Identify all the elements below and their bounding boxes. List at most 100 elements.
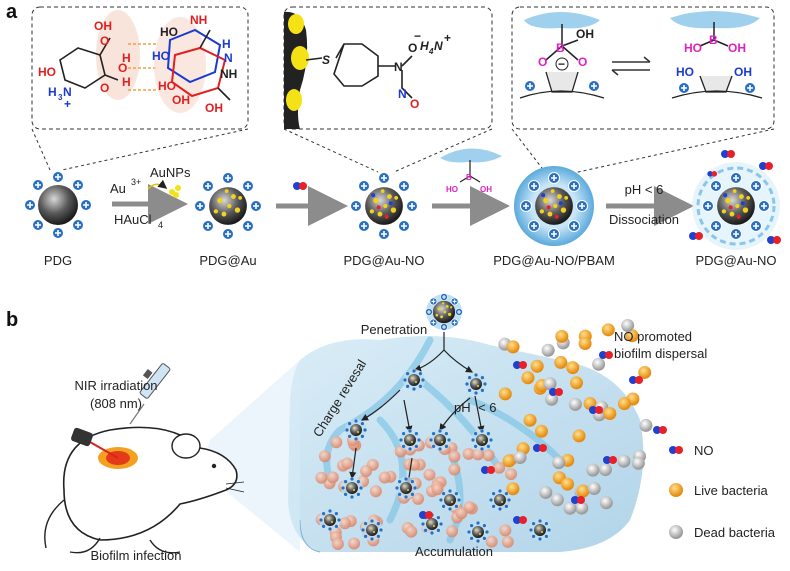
dead-bacterium bbox=[586, 463, 600, 477]
panel-a-label: a bbox=[6, 1, 18, 23]
chitosan-structure: HO H 3 N + O O O OH H H bbox=[38, 10, 158, 111]
svg-text:OH: OH bbox=[734, 65, 752, 79]
svg-text:OH: OH bbox=[728, 41, 746, 55]
svg-text:H: H bbox=[122, 51, 131, 65]
live-bacterium bbox=[530, 359, 544, 373]
biofilm-bacterium bbox=[341, 457, 354, 470]
live-bacterium bbox=[554, 355, 568, 369]
svg-text:O: O bbox=[578, 55, 587, 69]
dead-bacterium bbox=[563, 501, 577, 515]
svg-text:HO: HO bbox=[38, 65, 56, 79]
live-bacterium bbox=[506, 340, 520, 354]
legend-dead: Dead bacteria bbox=[694, 525, 776, 540]
particle-dissociated bbox=[689, 150, 781, 250]
svg-text:Au: Au bbox=[110, 181, 126, 196]
label-nir-wavelength: (808 nm) bbox=[90, 396, 142, 411]
biofilm-bacterium bbox=[455, 507, 468, 520]
legend: NO Live bacteria Dead bacteria bbox=[669, 443, 776, 540]
svg-text:N: N bbox=[394, 60, 403, 74]
biofilm-bacterium bbox=[315, 471, 328, 484]
svg-text:H: H bbox=[420, 39, 429, 53]
svg-text:−: − bbox=[558, 57, 565, 71]
dead-bacterium bbox=[617, 454, 631, 468]
live-bacterium bbox=[521, 371, 535, 385]
biofilm-bacterium bbox=[326, 471, 339, 484]
dead-bacterium bbox=[639, 418, 653, 432]
top-particle bbox=[425, 293, 463, 331]
label-ph-value: < 6 bbox=[478, 400, 496, 415]
label-dispersal-2: biofilm dispersal bbox=[614, 346, 707, 361]
legend-no: NO bbox=[694, 443, 714, 458]
biofilm-bacterium bbox=[462, 447, 475, 460]
dead-bacterium bbox=[599, 496, 613, 510]
svg-text:O: O bbox=[100, 81, 109, 95]
step-arrow-4: pH < 6 Dissociation bbox=[606, 182, 694, 227]
biofilm-bacterium bbox=[482, 449, 495, 462]
dead-bacterium bbox=[587, 482, 601, 496]
biofilm-bacterium bbox=[485, 535, 498, 548]
biofilm-bacterium bbox=[339, 517, 352, 530]
dead-bacterium bbox=[541, 343, 555, 357]
step-arrow-2 bbox=[276, 182, 348, 226]
dead-bacterium bbox=[545, 392, 559, 406]
biofilm-bacterium bbox=[446, 525, 459, 538]
svg-text:OH: OH bbox=[576, 27, 594, 41]
svg-text:H: H bbox=[222, 37, 231, 51]
svg-text:AuNPs: AuNPs bbox=[150, 165, 191, 180]
svg-text:3+: 3+ bbox=[131, 177, 141, 187]
dead-bacterium bbox=[598, 463, 612, 477]
biofilm-bacterium bbox=[318, 450, 331, 463]
inset-no-donor bbox=[283, 6, 493, 130]
biofilm-bacterium bbox=[431, 483, 444, 496]
particle-pdg bbox=[23, 170, 93, 240]
biofilm-bacterium bbox=[472, 448, 485, 461]
svg-text:Dissociation: Dissociation bbox=[609, 212, 679, 227]
live-bacterium bbox=[534, 424, 548, 438]
svg-text:3: 3 bbox=[58, 93, 63, 102]
dead-bacterium bbox=[550, 493, 564, 507]
dead-bacterium bbox=[513, 451, 527, 465]
label-pdg: PDG bbox=[44, 253, 72, 268]
leader-line bbox=[283, 128, 379, 173]
svg-text:HO: HO bbox=[684, 41, 702, 55]
particle-pdg-au bbox=[193, 171, 263, 241]
biofilm-bacterium bbox=[369, 485, 382, 498]
svg-text:N: N bbox=[224, 51, 233, 65]
no-donor-structure: S N O − H 4 N + N O bbox=[305, 29, 451, 111]
svg-text:−: − bbox=[414, 29, 421, 43]
leader-line bbox=[61, 128, 249, 171]
panel-b-label: b bbox=[6, 309, 18, 331]
leader-line bbox=[31, 128, 51, 171]
svg-text:OH: OH bbox=[480, 185, 492, 194]
live-bacterium bbox=[572, 429, 586, 443]
boronic-acid-free: HO B OH HO OH bbox=[670, 11, 763, 99]
dead-bacterium bbox=[621, 319, 635, 333]
svg-text:HO: HO bbox=[446, 185, 458, 194]
svg-text:HO: HO bbox=[676, 65, 694, 79]
live-bacterium bbox=[603, 406, 617, 420]
live-bacterium bbox=[506, 482, 520, 496]
equilibrium-arrow bbox=[611, 56, 651, 76]
label-penetration: Penetration bbox=[361, 322, 428, 337]
svg-text:B: B bbox=[556, 41, 565, 55]
dead-bacterium bbox=[543, 377, 557, 391]
live-bacterium bbox=[601, 323, 615, 337]
svg-text:OH: OH bbox=[205, 101, 223, 115]
svg-text:+: + bbox=[64, 97, 71, 111]
svg-text:NH: NH bbox=[220, 67, 237, 81]
live-bacterium bbox=[555, 329, 569, 343]
particle-pdg-au-no-pbam bbox=[514, 166, 594, 246]
dead-bacterium bbox=[592, 357, 606, 371]
live-bacterium bbox=[625, 329, 639, 343]
svg-text:N: N bbox=[63, 85, 72, 99]
biofilm-bacterium bbox=[505, 468, 518, 481]
live-bacterium bbox=[498, 387, 512, 401]
gold-surface bbox=[284, 11, 309, 129]
boronate-ester: OH B O O − bbox=[519, 12, 605, 99]
label-pdg-au-no-released: PDG@Au-NO bbox=[695, 253, 776, 268]
label-accumulation: Accumulation bbox=[415, 544, 493, 559]
svg-text:O: O bbox=[408, 41, 417, 55]
svg-text:OH: OH bbox=[172, 93, 190, 107]
live-bacterium bbox=[576, 484, 590, 498]
